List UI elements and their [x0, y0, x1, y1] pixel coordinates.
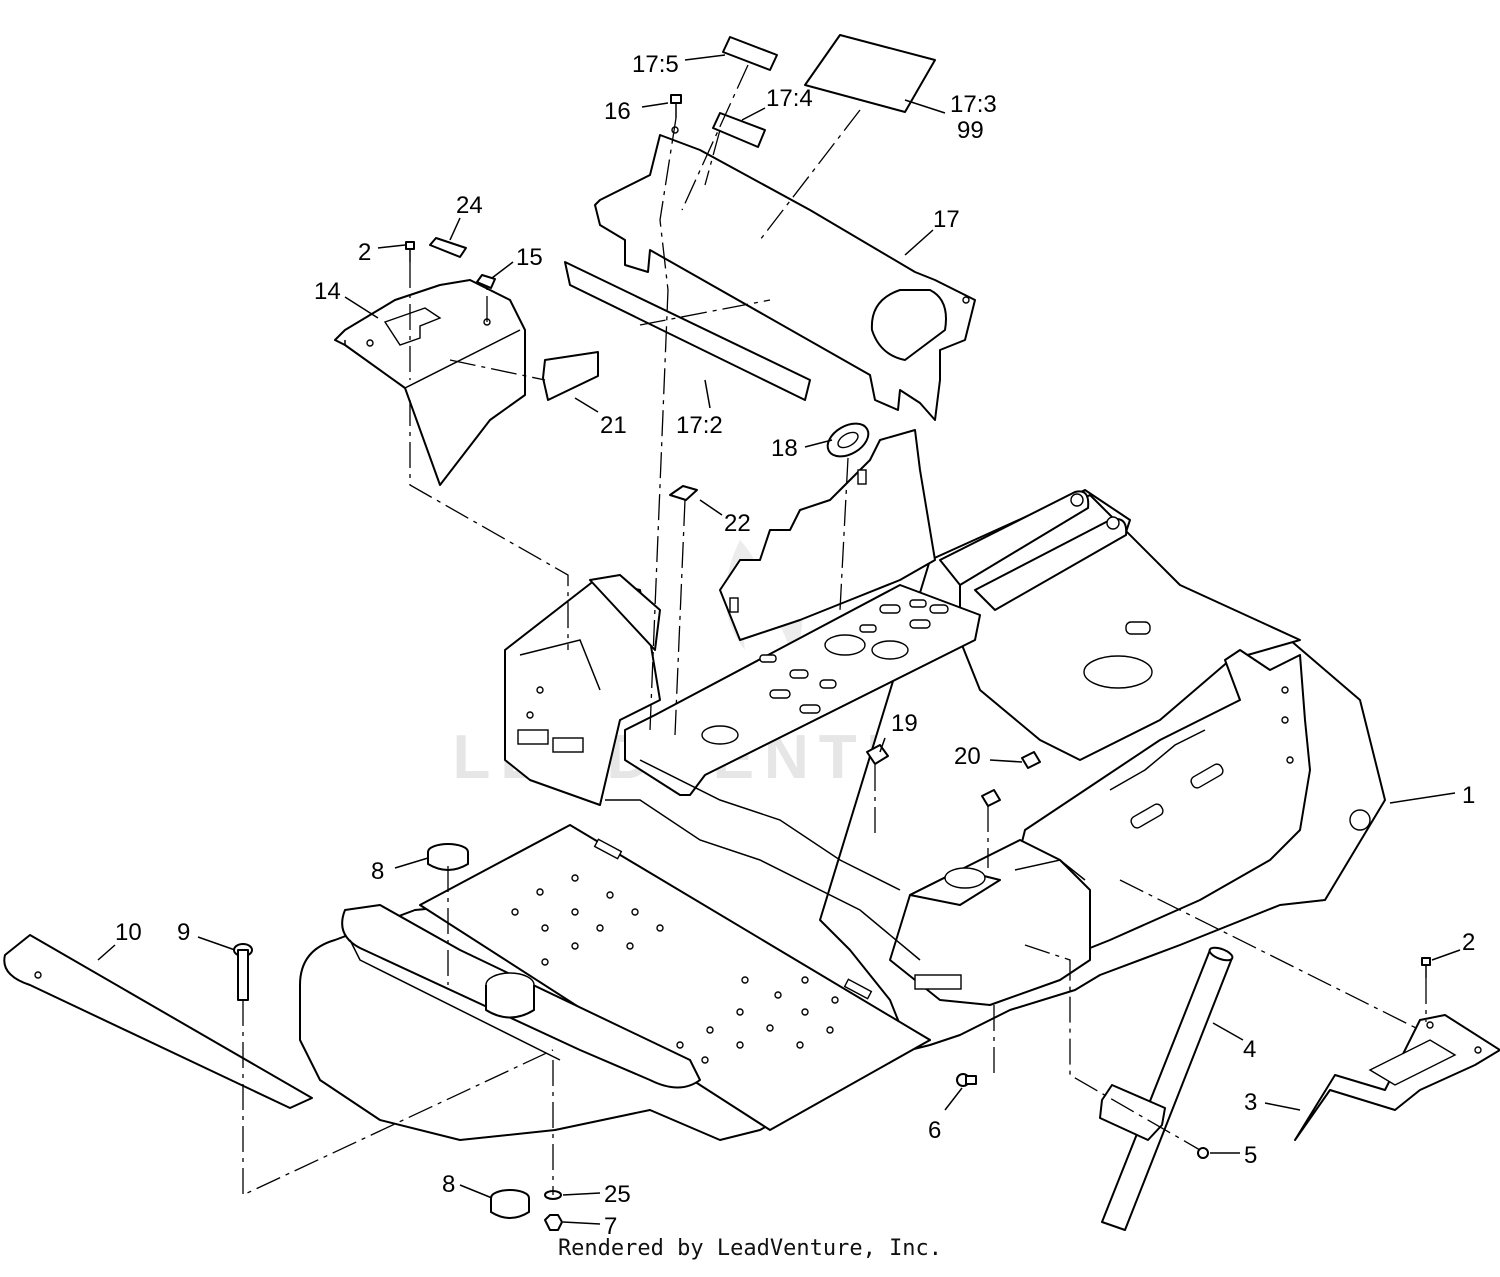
part-10-hole	[34, 971, 42, 979]
callout-25: 25	[604, 1181, 631, 1208]
callout-3: 3	[1244, 1089, 1257, 1116]
callout-18: 18	[771, 435, 798, 462]
decal-17-2	[564, 261, 811, 401]
decal-17-3	[804, 34, 936, 113]
callout-5: 5	[1244, 1142, 1257, 1169]
decal-21	[542, 351, 599, 401]
callout-15: 15	[516, 244, 543, 271]
callout-1: 1	[1462, 782, 1475, 809]
part-4-tube	[1099, 946, 1234, 1231]
callout-24: 24	[456, 192, 483, 219]
decal-22	[669, 485, 698, 501]
part-8-ring-lower	[490, 1189, 530, 1219]
callout-99: 99	[957, 117, 984, 144]
footer-credit: Rendered by LeadVenture, Inc.	[557, 1236, 943, 1261]
callout-2-upper: 2	[358, 239, 371, 266]
callout-20: 20	[954, 743, 981, 770]
callout-labels: 17:5 16 17:4 17:3 99 17 24 2 15 14 21 17…	[115, 51, 1475, 1240]
part-19-clip	[866, 744, 889, 765]
leader-lines	[97, 54, 1461, 1225]
part-5-nut	[1197, 1147, 1209, 1159]
callout-21: 21	[600, 412, 627, 439]
callout-17-2: 17:2	[676, 412, 723, 439]
part-18-grommet	[826, 422, 870, 458]
callout-19: 19	[891, 710, 918, 737]
part-15-clip	[476, 274, 496, 289]
frame-assembly	[504, 429, 1386, 1051]
callout-22: 22	[724, 510, 751, 537]
seat-plate-slots	[701, 599, 949, 745]
callout-8-upper: 8	[371, 858, 384, 885]
part-20-clip-a	[1021, 751, 1041, 769]
part-6-bolt	[956, 1073, 977, 1087]
part-20-clip-b	[981, 789, 1001, 807]
part-2-screw-lower	[1421, 957, 1431, 978]
callout-2-lower: 2	[1462, 929, 1475, 956]
callout-14: 14	[314, 278, 341, 305]
part-16-screw	[670, 94, 682, 118]
callout-7: 7	[604, 1213, 617, 1240]
deck-holes	[511, 874, 839, 1064]
callout-17-3: 17:3	[950, 91, 997, 118]
callout-17-5: 17:5	[632, 51, 679, 78]
alignment-lines	[242, 64, 1427, 1197]
part-2-screw-upper	[405, 241, 415, 262]
part-9-bolt	[233, 943, 253, 1001]
part-8-ring-upper	[427, 843, 469, 871]
callout-6: 6	[928, 1117, 941, 1144]
callout-4: 4	[1243, 1036, 1256, 1063]
part-7-nut	[544, 1214, 563, 1231]
callout-16: 16	[604, 98, 631, 125]
foot-deck	[299, 824, 931, 1141]
callout-17-4: 17:4	[766, 85, 813, 112]
part-10-panel	[3, 934, 313, 1109]
callout-17: 17	[933, 206, 960, 233]
decal-24	[429, 237, 467, 258]
part-14-bracket	[334, 279, 526, 486]
callout-10: 10	[115, 919, 142, 946]
callout-9: 9	[177, 919, 190, 946]
decal-17-4	[712, 112, 766, 148]
part-3-bracket	[1294, 1014, 1500, 1141]
callout-8-lower: 8	[442, 1171, 455, 1198]
part-17-cover	[594, 126, 976, 421]
decal-17-5	[722, 36, 778, 71]
